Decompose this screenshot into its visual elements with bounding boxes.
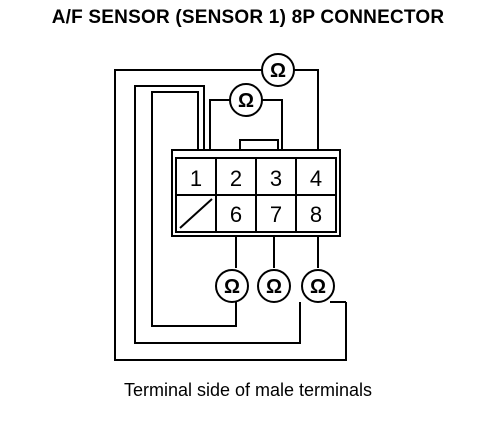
ohm-symbol: Ω xyxy=(270,60,286,82)
diagram-title: A/F SENSOR (SENSOR 1) 8P CONNECTOR xyxy=(51,7,445,28)
terminal-grid xyxy=(176,158,336,232)
terminal-3: 3 xyxy=(270,166,282,191)
diagram-caption: Terminal side of male terminals xyxy=(123,380,373,400)
wire-loop-2 xyxy=(151,91,237,327)
ohmmeter-icon xyxy=(257,269,291,303)
terminal-8: 8 xyxy=(310,202,322,227)
ohm-symbol: Ω xyxy=(266,276,282,298)
ohmmeter-icon xyxy=(229,83,263,117)
terminal-7: 7 xyxy=(270,202,282,227)
terminal-2: 2 xyxy=(230,166,242,191)
wiring xyxy=(114,69,347,361)
diagonal-slash-cell xyxy=(179,198,213,229)
wire-meter-a-right xyxy=(294,69,319,160)
terminal-6: 6 xyxy=(230,202,242,227)
ohmmeter-icon xyxy=(261,53,295,87)
wire-meter-b-left xyxy=(209,99,230,160)
ohmmeter-icon xyxy=(301,269,335,303)
ohm-symbol: Ω xyxy=(238,90,254,112)
ohm-symbol: Ω xyxy=(224,276,240,298)
ohm-symbol: Ω xyxy=(310,276,326,298)
terminal-1: 1 xyxy=(190,166,202,191)
meters xyxy=(215,53,335,303)
wire-meter-b-right xyxy=(262,99,283,160)
wire-loop-1 xyxy=(134,85,301,344)
ohmmeter-icon xyxy=(215,269,249,303)
wire-meter-a-left xyxy=(114,69,347,361)
terminal-4: 4 xyxy=(310,166,322,191)
